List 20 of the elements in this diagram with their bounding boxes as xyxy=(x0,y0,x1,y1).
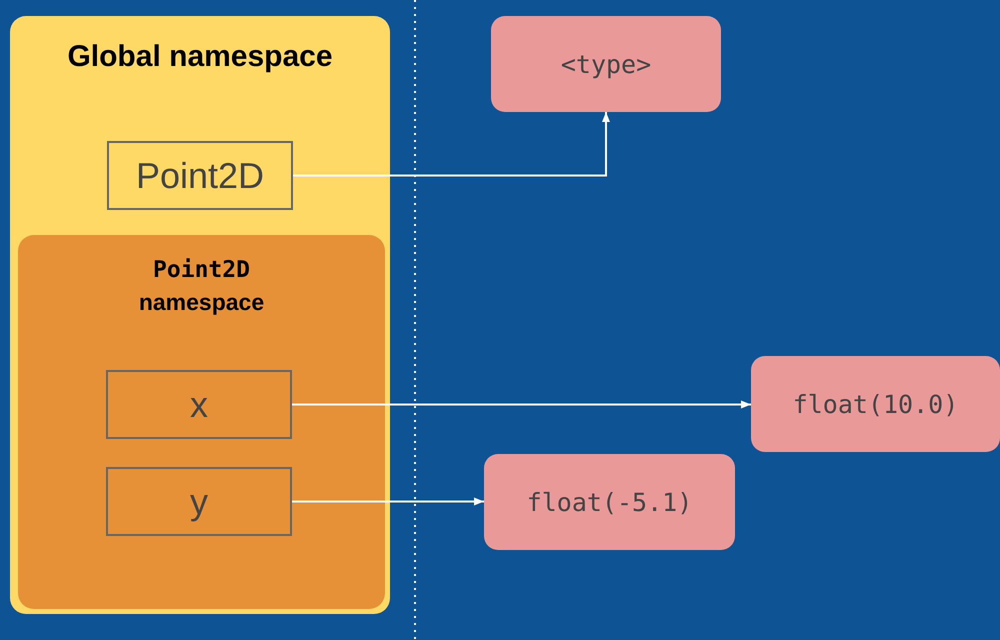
object-label: float(-5.1) xyxy=(526,488,692,516)
panel-title: Point2D xyxy=(152,257,251,283)
panel-title: Global namespace xyxy=(66,40,334,74)
object-box xyxy=(484,454,735,550)
name-box xyxy=(106,467,292,536)
name-box xyxy=(106,370,292,439)
object-box xyxy=(491,16,721,112)
object-box xyxy=(751,356,1000,452)
object-label: float(10.0) xyxy=(792,390,958,418)
namespace-panel xyxy=(18,235,385,609)
variable-name: x xyxy=(190,384,208,426)
object-label: <type> xyxy=(560,50,652,78)
arrow xyxy=(293,112,610,176)
variable-name: Point2D xyxy=(136,154,264,196)
name-box xyxy=(107,141,293,210)
variable-name: y xyxy=(190,480,208,522)
arrow xyxy=(292,498,484,506)
namespace-panel xyxy=(10,16,390,614)
arrow xyxy=(292,400,751,408)
panel-title: namespace xyxy=(138,289,266,316)
